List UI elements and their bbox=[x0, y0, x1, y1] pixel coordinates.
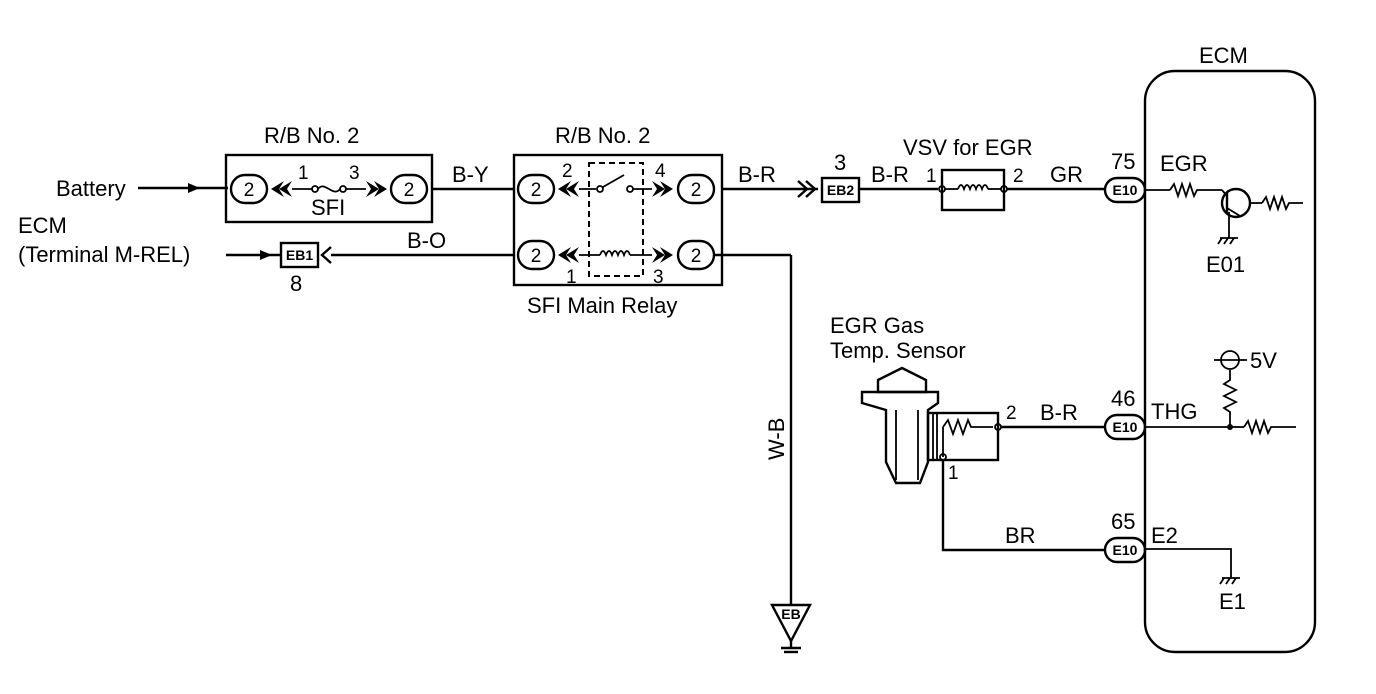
sensor-pin1: 1 bbox=[948, 463, 959, 484]
ecm-terminal-thg-signal: THG bbox=[1151, 399, 1197, 424]
rb-fuse-pin1: 1 bbox=[298, 163, 309, 184]
sfi-main-relay-box[interactable]: 2 2 2 2 bbox=[512, 153, 724, 287]
thg-pullup-circuit bbox=[1145, 350, 1296, 436]
ecm-terminal-e2-connector: E10 bbox=[1113, 542, 1138, 558]
vsv-pin2: 2 bbox=[1013, 166, 1024, 187]
ecm-terminal-e2[interactable]: E10 bbox=[1103, 536, 1147, 564]
eb1-pin: 8 bbox=[290, 271, 302, 296]
ecm-terminal-egr-connector: E10 bbox=[1113, 182, 1138, 198]
eb2-pin: 3 bbox=[834, 150, 846, 175]
relay-pin4: 4 bbox=[655, 161, 666, 182]
wire-br-label: BR bbox=[1005, 523, 1036, 548]
ecm-box bbox=[1143, 69, 1317, 654]
egr-gas-temp-sensor[interactable] bbox=[860, 366, 1002, 485]
ecm-terminal-e2-pin: 65 bbox=[1111, 509, 1135, 534]
wire-br bbox=[941, 460, 1105, 552]
ecm-terminal-egr-signal: EGR bbox=[1160, 151, 1208, 176]
rb-fuse-title: R/B No. 2 bbox=[264, 123, 359, 148]
ecm-source-line1: ECM bbox=[18, 213, 67, 238]
relay-plug-bl: 2 bbox=[531, 246, 542, 267]
wire-b-o-label: B-O bbox=[407, 228, 446, 253]
ecm-terminal-e2-signal: E2 bbox=[1151, 523, 1178, 548]
wire-b-y-label: B-Y bbox=[452, 162, 489, 187]
sensor-title-line1: EGR Gas bbox=[830, 313, 924, 338]
wire-w-b-label: W-B bbox=[764, 418, 789, 460]
rb-relay-title: R/B No. 2 bbox=[555, 123, 650, 148]
e2-ground-circuit bbox=[1145, 548, 1240, 585]
eb2-chevron-2 bbox=[805, 180, 817, 198]
eb1-chevron bbox=[320, 246, 332, 264]
sfi-fuse-label: SFI bbox=[311, 195, 345, 220]
sensor-pin2: 2 bbox=[1006, 403, 1017, 424]
battery-arrow-wire bbox=[138, 183, 228, 193]
ecm-terminal-egr[interactable]: E10 bbox=[1103, 176, 1147, 204]
ecm-source-line2: (Terminal M-REL) bbox=[18, 242, 190, 267]
vsv-for-egr[interactable] bbox=[938, 168, 1008, 212]
ecm-ground-e01: E01 bbox=[1206, 252, 1245, 277]
relay-plug-tl: 2 bbox=[531, 180, 542, 201]
vsv-title: VSV for EGR bbox=[903, 135, 1033, 160]
wire-b-r-vsv-label: B-R bbox=[871, 162, 909, 187]
rb-fuse-box[interactable]: 2 2 bbox=[224, 153, 434, 224]
wire-b-r-relay-label: B-R bbox=[738, 162, 776, 187]
relay-pin2: 2 bbox=[562, 161, 573, 182]
ecm-supply-5v: 5V bbox=[1250, 348, 1277, 373]
egr-driver-circuit bbox=[1145, 181, 1303, 245]
wire-gr-label: GR bbox=[1050, 162, 1083, 187]
sensor-title-line2: Temp. Sensor bbox=[830, 338, 966, 363]
rb-fuse-plug-left: 2 bbox=[244, 180, 255, 201]
rb-fuse-plug-right: 2 bbox=[404, 180, 415, 201]
eb2-chevron-1 bbox=[797, 180, 809, 198]
sfi-main-relay-caption: SFI Main Relay bbox=[527, 293, 677, 318]
vsv-pin1: 1 bbox=[926, 166, 937, 187]
relay-pin1: 1 bbox=[566, 267, 577, 288]
eb-ground-label: EB bbox=[781, 606, 800, 622]
ecm-terminal-thg[interactable]: E10 bbox=[1103, 413, 1147, 441]
eb1-label: EB1 bbox=[286, 247, 313, 263]
eb1-connector[interactable]: EB1 bbox=[279, 241, 320, 269]
relay-pin3: 3 bbox=[653, 267, 664, 288]
relay-plug-br: 2 bbox=[691, 246, 702, 267]
ecm-terminal-egr-pin: 75 bbox=[1111, 149, 1135, 174]
ecm-title: ECM bbox=[1199, 43, 1248, 68]
ecm-terminal-thg-connector: E10 bbox=[1113, 419, 1138, 435]
ecm-mrel-arrow-wire bbox=[226, 250, 280, 260]
eb2-label: EB2 bbox=[827, 182, 854, 198]
rb-fuse-pin3: 3 bbox=[349, 163, 360, 184]
eb2-connector[interactable]: EB2 bbox=[820, 176, 861, 204]
ecm-ground-e1: E1 bbox=[1219, 589, 1246, 614]
eb-ground-point[interactable]: EB bbox=[770, 603, 812, 654]
ecm-terminal-thg-pin: 46 bbox=[1111, 386, 1135, 411]
relay-plug-tr: 2 bbox=[691, 180, 702, 201]
battery-label: Battery bbox=[56, 176, 126, 201]
wire-b-r-sensor-label: B-R bbox=[1040, 400, 1078, 425]
